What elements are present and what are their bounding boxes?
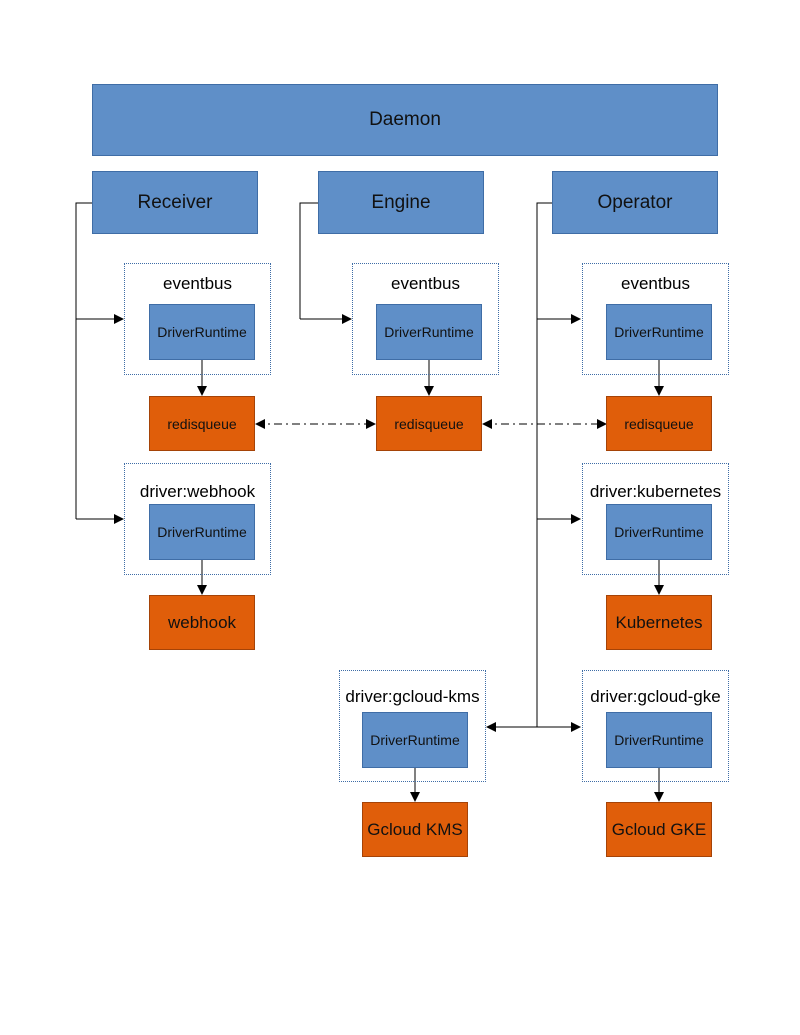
driver-kubernetes-group: driver:kubernetes bbox=[582, 463, 729, 575]
webhook-box: webhook bbox=[149, 595, 255, 650]
gcloud-kms-box: Gcloud KMS bbox=[362, 802, 468, 857]
receiver-trunk-line bbox=[75, 202, 93, 519]
gcloud-gke-box: Gcloud GKE bbox=[606, 802, 712, 857]
driver-gcloud-gke-label: driver:gcloud-gke bbox=[590, 687, 721, 706]
driver-kubernetes-runtime: DriverRuntime bbox=[606, 504, 712, 560]
driver-gcloud-gke-group: driver:gcloud-gke bbox=[582, 670, 729, 782]
operator-eventbus-runtime-label: DriverRuntime bbox=[614, 324, 704, 340]
operator-trunk-line bbox=[536, 202, 552, 727]
daemon-box: Daemon bbox=[92, 84, 718, 156]
operator-eventbus-label: eventbus bbox=[621, 274, 690, 293]
receiver-redisqueue-label: redisqueue bbox=[167, 415, 237, 432]
driver-webhook-group: driver:webhook bbox=[124, 463, 271, 575]
driver-gcloud-kms-runtime: DriverRuntime bbox=[362, 712, 468, 768]
engine-box: Engine bbox=[318, 171, 484, 234]
driver-webhook-runtime: DriverRuntime bbox=[149, 504, 255, 560]
engine-label: Engine bbox=[371, 191, 431, 213]
webhook-label: webhook bbox=[167, 612, 237, 632]
driver-gcloud-gke-runtime: DriverRuntime bbox=[606, 712, 712, 768]
receiver-eventbus-runtime: DriverRuntime bbox=[149, 304, 255, 360]
driver-gcloud-kms-label: driver:gcloud-kms bbox=[345, 687, 480, 706]
driver-kubernetes-label: driver:kubernetes bbox=[589, 482, 722, 501]
operator-eventbus-runtime: DriverRuntime bbox=[606, 304, 712, 360]
driver-webhook-label: driver:webhook bbox=[139, 482, 256, 501]
driver-kubernetes-runtime-label: DriverRuntime bbox=[614, 524, 704, 540]
kubernetes-box: Kubernetes bbox=[606, 595, 712, 650]
receiver-redisqueue-box: redisqueue bbox=[149, 396, 255, 451]
driver-gcloud-kms-group: driver:gcloud-kms bbox=[339, 670, 486, 782]
engine-eventbus-label: eventbus bbox=[391, 274, 460, 293]
engine-redisqueue-box: redisqueue bbox=[376, 396, 482, 451]
gcloud-gke-label: Gcloud GKE bbox=[611, 819, 707, 839]
driver-gcloud-gke-runtime-label: DriverRuntime bbox=[614, 732, 704, 748]
receiver-eventbus-runtime-label: DriverRuntime bbox=[157, 324, 247, 340]
operator-redisqueue-box: redisqueue bbox=[606, 396, 712, 451]
driver-webhook-runtime-label: DriverRuntime bbox=[157, 524, 247, 540]
engine-trunk-line bbox=[299, 202, 318, 319]
driver-gcloud-kms-runtime-label: DriverRuntime bbox=[370, 732, 460, 748]
receiver-label: Receiver bbox=[137, 191, 213, 213]
engine-redisqueue-label: redisqueue bbox=[394, 415, 464, 432]
receiver-eventbus-group: eventbus bbox=[124, 263, 271, 375]
operator-eventbus-group: eventbus bbox=[582, 263, 729, 375]
kubernetes-label: Kubernetes bbox=[615, 612, 703, 632]
receiver-box: Receiver bbox=[92, 171, 258, 234]
operator-label: Operator bbox=[597, 191, 673, 213]
operator-redisqueue-label: redisqueue bbox=[624, 415, 694, 432]
engine-eventbus-runtime: DriverRuntime bbox=[376, 304, 482, 360]
engine-eventbus-runtime-label: DriverRuntime bbox=[384, 324, 474, 340]
receiver-eventbus-label: eventbus bbox=[163, 274, 232, 293]
engine-eventbus-group: eventbus bbox=[352, 263, 499, 375]
daemon-label: Daemon bbox=[369, 109, 441, 130]
operator-box: Operator bbox=[552, 171, 718, 234]
gcloud-kms-label: Gcloud KMS bbox=[367, 819, 463, 839]
